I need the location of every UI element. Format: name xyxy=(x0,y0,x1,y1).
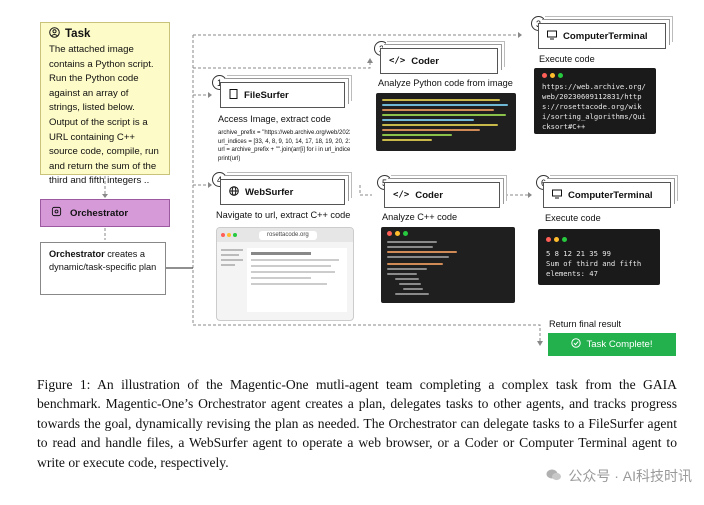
coder-card-2: </> Coder xyxy=(384,182,500,208)
terminal-card-1: ComputerTerminal xyxy=(538,23,666,49)
code-line: archive_prefix = "https://web.archive.or… xyxy=(218,130,350,136)
task-complete-badge: Task Complete! xyxy=(548,333,676,356)
monitor-icon xyxy=(547,30,557,43)
step-caption: Analyze C++ code xyxy=(382,212,458,222)
orchestrator-label: Orchestrator xyxy=(70,207,129,219)
agent-name: FileSurfer xyxy=(244,89,289,101)
terminal-card-2: ComputerTerminal xyxy=(543,182,671,208)
code-icon: </> xyxy=(393,190,410,200)
task-description: The attached image contains a Python scr… xyxy=(49,44,159,187)
final-label: Return final result xyxy=(549,319,622,329)
filesurfer-card: FileSurfer xyxy=(220,82,345,108)
plan-box: Orchestrator creates a dynamic/task-spec… xyxy=(40,242,166,295)
coder-card-1: </> Coder xyxy=(380,48,498,74)
websurfer-card: WebSurfer xyxy=(220,179,345,205)
orchestrator-box: Orchestrator xyxy=(40,199,170,227)
task-title: Task xyxy=(65,28,91,40)
agent-name: Coder xyxy=(415,189,443,201)
step-caption: Execute code xyxy=(539,54,595,64)
code-line: url_indices = [33, 4, 8, 9, 10, 14, 17, … xyxy=(218,138,350,145)
python-code-image xyxy=(376,93,516,151)
terminal-line: Sum of third and fifth xyxy=(546,259,642,268)
agent-name: ComputerTerminal xyxy=(563,30,648,42)
code-line: url = archive_prefix + "".join(arr[i] fo… xyxy=(218,147,350,154)
cpp-code-image xyxy=(381,227,515,303)
monitor-icon xyxy=(552,189,562,202)
connector-lines xyxy=(102,32,543,346)
terminal-line: elements: 47 xyxy=(546,269,598,278)
file-icon xyxy=(229,88,238,102)
browser-screenshot: rosettacode.org xyxy=(216,227,354,321)
watermark: 公众号 · AI科技时讯 xyxy=(546,466,692,486)
watermark-text: 公众号 · AI科技时讯 xyxy=(568,468,692,484)
plan-bold: Orchestrator xyxy=(49,249,105,259)
terminal-line: 5 8 12 21 35 99 xyxy=(546,249,611,258)
agent-name: Coder xyxy=(411,55,439,67)
browser-url: rosettacode.org xyxy=(259,230,317,240)
check-circle-icon xyxy=(571,338,582,351)
step-caption: Access Image, extract code xyxy=(218,114,331,124)
user-icon xyxy=(49,27,60,41)
filesurfer-code: archive_prefix = "https://web.archive.or… xyxy=(218,129,350,163)
step-caption: Analyze Python code from image xyxy=(378,78,513,88)
globe-icon xyxy=(229,185,239,199)
step-caption: Execute code xyxy=(545,213,601,223)
code-icon: </> xyxy=(389,56,406,66)
terminal-text: https://web.archive.org/web/202306091128… xyxy=(542,82,646,131)
task-box: Task The attached image contains a Pytho… xyxy=(40,22,170,186)
step-caption: Navigate to url, extract C++ code xyxy=(216,210,351,220)
wechat-icon xyxy=(546,468,562,485)
agent-name: WebSurfer xyxy=(245,186,294,198)
figure-caption: Figure 1: An illustration of the Magenti… xyxy=(37,377,677,470)
plan-text: creates a dynamic/task-specific plan xyxy=(49,249,157,272)
terminal-output-1: https://web.archive.org/web/202306091128… xyxy=(534,68,656,134)
task-complete-text: Task Complete! xyxy=(586,339,653,350)
terminal-output-2: 5 8 12 21 35 99 Sum of third and fifth e… xyxy=(538,229,660,285)
agent-name: ComputerTerminal xyxy=(568,189,653,201)
code-line: print(url) xyxy=(218,155,241,162)
gear-icon xyxy=(51,206,62,220)
